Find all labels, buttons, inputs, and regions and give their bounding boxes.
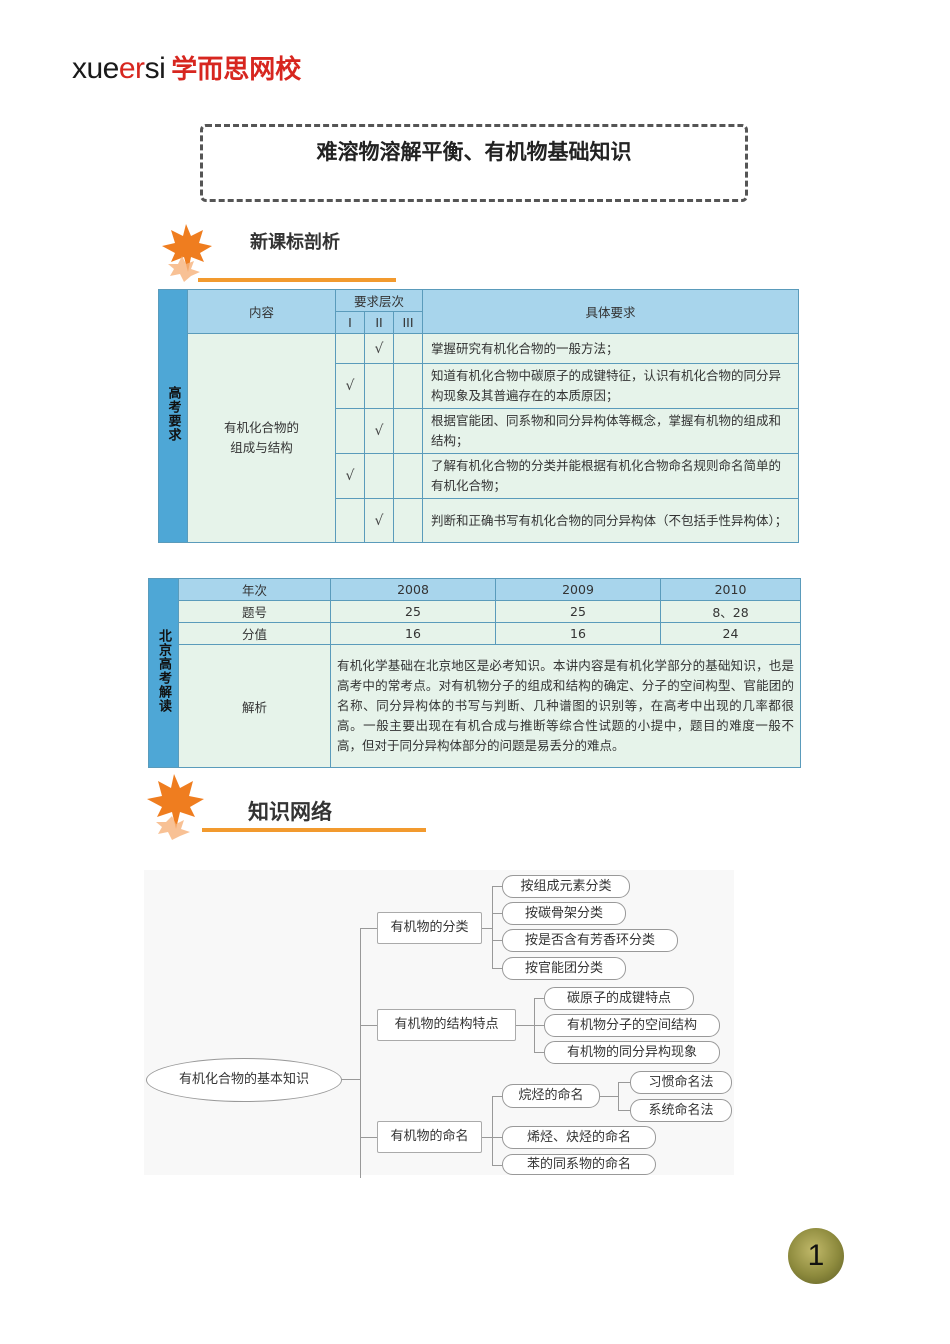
mindmap-leaf: 碳原子的成键特点 — [544, 987, 694, 1010]
row-label: 题号 — [178, 600, 331, 623]
maple-leaf-icon — [147, 774, 204, 840]
banner-underline — [198, 278, 396, 282]
section-title: 新课标剖析 — [250, 232, 340, 253]
year-cell: 2009 — [495, 578, 661, 601]
check-mark: √ — [364, 498, 394, 543]
mindmap-leaf: 按官能团分类 — [502, 957, 626, 980]
requirement-text: 了解有机化合物的分类并能根据有机化合物命名规则命名简单的有机化合物； — [422, 453, 799, 499]
question-cell: 8、28 — [660, 600, 801, 623]
row-label: 解析 — [178, 644, 331, 768]
question-cell: 25 — [330, 600, 496, 623]
year-cell: 2010 — [660, 578, 801, 601]
page-title: 难溶物溶解平衡、有机物基础知识 — [316, 139, 632, 164]
column-header: 要求层次 — [335, 289, 423, 312]
mindmap-leaf: 有机物分子的空间结构 — [544, 1014, 720, 1037]
requirement-text: 判断和正确书写有机化合物的同分异构体（不包括手性异构体）； — [422, 498, 799, 543]
table-side-label: 北京高考解读 — [148, 578, 179, 768]
table-side-label: 高考要求 — [158, 289, 188, 543]
analysis-text: 有机化学基础在北京地区是必考知识。本讲内容是有机化学部分的基础知识，也是高考中的… — [330, 644, 801, 768]
requirement-text: 知道有机化合物中碳原子的成键特征，认识有机化合物的同分异构现象及其普遍存在的本质… — [422, 363, 799, 409]
mindmap-branch: 有机物的命名 — [377, 1121, 482, 1153]
year-cell: 2008 — [330, 578, 496, 601]
check-mark: √ — [364, 333, 394, 364]
level-header: III — [393, 311, 423, 334]
mindmap-leaf: 苯的同系物的命名 — [502, 1154, 656, 1175]
logo-latin: xueersi — [72, 52, 166, 85]
mindmap-leaf: 系统命名法 — [630, 1099, 732, 1122]
knowledge-map: 有机化合物的基本知识 有机物的分类 有机物的结构特点 有机物的命名 按组成元素分… — [144, 870, 734, 1178]
mindmap-leaf: 习惯命名法 — [630, 1071, 732, 1094]
score-cell: 16 — [495, 622, 661, 645]
title-frame — [200, 124, 748, 202]
score-cell: 24 — [660, 622, 801, 645]
level-header: I — [335, 311, 365, 334]
check-mark: √ — [364, 408, 394, 454]
score-cell: 16 — [330, 622, 496, 645]
column-header: 具体要求 — [422, 289, 799, 334]
banner-underline — [202, 828, 426, 832]
section-title: 知识网络 — [248, 800, 332, 824]
requirement-text: 掌握研究有机化合物的一般方法； — [422, 333, 799, 364]
mindmap-branch: 有机物的结构特点 — [377, 1009, 516, 1041]
section-banner-analysis: 新课标剖析 — [158, 222, 398, 284]
column-header: 内容 — [187, 289, 336, 334]
mindmap-leaf: 按是否含有芳香环分类 — [502, 929, 678, 952]
mindmap-leaf: 按碳骨架分类 — [502, 902, 626, 925]
mindmap-branch: 有机物的分类 — [377, 912, 482, 944]
logo-chinese: 学而思网校 — [171, 55, 302, 85]
maple-leaf-icon — [162, 224, 212, 282]
mindmap-leaf: 烷烃的命名 — [502, 1084, 600, 1108]
mindmap-root: 有机化合物的基本知识 — [146, 1058, 342, 1102]
page-number: 1 — [788, 1228, 844, 1284]
section-banner-network: 知识网络 — [144, 772, 426, 840]
check-mark: √ — [335, 453, 365, 499]
mindmap-leaf: 按组成元素分类 — [502, 875, 630, 898]
question-cell: 25 — [495, 600, 661, 623]
level-header: II — [364, 311, 394, 334]
row-label: 分值 — [178, 622, 331, 645]
check-mark: √ — [335, 363, 365, 409]
requirement-text: 根据官能团、同系物和同分异构体等概念，掌握有机物的组成和结构； — [422, 408, 799, 454]
beijing-exam-table: 北京高考解读 年次 2008 2009 2010 题号 25 25 8、28 分… — [148, 578, 801, 768]
mindmap-leaf: 有机物的同分异构现象 — [544, 1041, 720, 1064]
exam-requirement-table: 高考要求 内容 要求层次 具体要求 I II III 有机化合物的组成与结构 √… — [158, 289, 799, 543]
mindmap-leaf: 烯烃、炔烃的命名 — [502, 1126, 656, 1149]
row-label: 年次 — [178, 578, 331, 601]
content-cell: 有机化合物的组成与结构 — [187, 333, 336, 543]
